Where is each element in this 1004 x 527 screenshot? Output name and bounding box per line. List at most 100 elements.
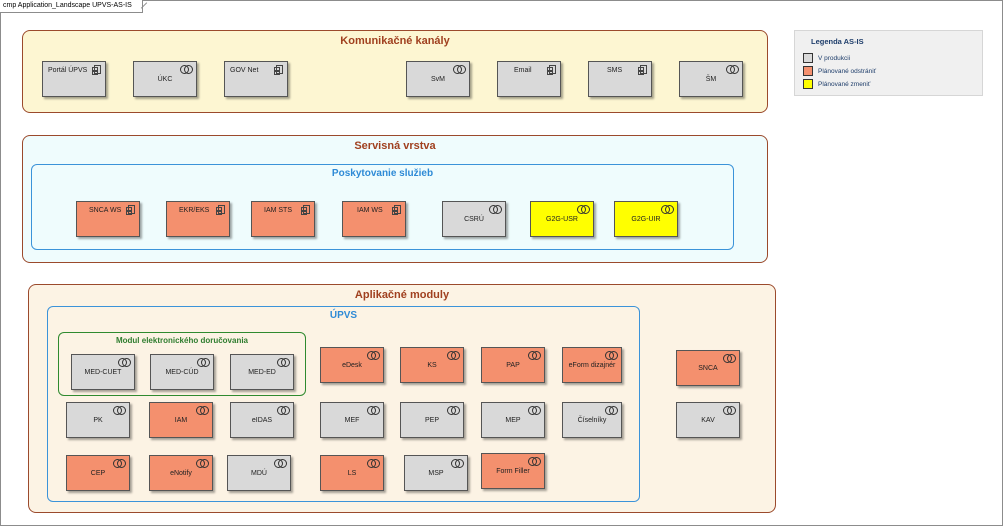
component-med-ed[interactable]: MED-ED — [230, 354, 294, 390]
component-iam[interactable]: IAM — [149, 402, 213, 438]
component-iam-ws[interactable]: IAM WS — [342, 201, 406, 237]
component-eform-dizajner[interactable]: eForm dizajnér — [562, 347, 622, 383]
component-ekr-eks[interactable]: EKR/EKS — [166, 201, 230, 237]
interface-icon — [277, 406, 290, 415]
component-g2g-usr[interactable]: G2G-USR — [530, 201, 594, 237]
component-portal-upvs[interactable]: Portál ÚPVS — [42, 61, 106, 97]
component-mdu[interactable]: MDÚ — [227, 455, 291, 491]
component-label: MED-ED — [248, 369, 276, 376]
component-sm[interactable]: ŠM — [679, 61, 743, 97]
interface-icon — [196, 459, 209, 468]
interface-icon — [528, 351, 541, 360]
component-label: eIDAS — [251, 417, 273, 424]
interface-icon — [723, 406, 736, 415]
component-form-filler[interactable]: Form Filler — [481, 453, 545, 489]
group-title: Poskytovanie služieb — [331, 168, 434, 179]
component-label: SvM — [431, 76, 445, 83]
component-label: SMS — [607, 67, 623, 74]
interface-icon — [274, 459, 287, 468]
component-iam-sts[interactable]: IAM STS — [251, 201, 315, 237]
interface-icon — [447, 406, 460, 415]
legend-item-planovane-zmenit: Plánované zmeniť — [803, 79, 870, 89]
component-label: MED-CÚD — [165, 369, 199, 376]
component-med-cuet[interactable]: MED-CUET — [71, 354, 135, 390]
legend-item-planovane-odstranit: Plánované odstrániť — [803, 66, 876, 76]
interface-icon — [489, 205, 502, 214]
component-gov-net[interactable]: GOV Net — [224, 61, 288, 97]
component-pep[interactable]: PEP — [400, 402, 464, 438]
component-icon — [638, 65, 647, 75]
component-label: ŠM — [705, 76, 717, 83]
component-icon — [274, 65, 283, 75]
component-ciselniky[interactable]: Číselníky — [562, 402, 622, 438]
interface-icon — [528, 457, 541, 466]
component-label: ÚKC — [157, 76, 173, 83]
group-title: Modul elektronického doručovania — [115, 336, 249, 345]
legend-label: Plánované odstrániť — [818, 67, 877, 75]
component-label: eDesk — [342, 362, 362, 369]
component-eidas[interactable]: eIDAS — [230, 402, 294, 438]
component-label: Form Filler — [496, 468, 530, 475]
component-label: LS — [347, 470, 357, 477]
interface-icon — [447, 351, 460, 360]
component-med-cud[interactable]: MED-CÚD — [150, 354, 214, 390]
component-label: IAM STS — [264, 207, 293, 214]
component-csru[interactable]: CSRÚ — [442, 201, 506, 237]
component-kav[interactable]: KAV — [676, 402, 740, 438]
legend-item-v-produkcii: V produkcii — [803, 53, 850, 63]
interface-icon — [180, 65, 193, 74]
component-sms[interactable]: SMS — [588, 61, 652, 97]
component-label: eForm dizajnér — [568, 362, 616, 369]
component-label: MEF — [344, 417, 360, 424]
component-edesk[interactable]: eDesk — [320, 347, 384, 383]
component-mef[interactable]: MEF — [320, 402, 384, 438]
component-label: GOV Net — [230, 67, 259, 74]
component-pap[interactable]: PAP — [481, 347, 545, 383]
interface-icon — [451, 459, 464, 468]
group-title: Komunikačné kanály — [340, 35, 450, 47]
interface-icon — [367, 459, 380, 468]
component-label: CEP — [90, 470, 106, 477]
component-enotify[interactable]: eNotify — [149, 455, 213, 491]
component-label: PK — [93, 417, 103, 424]
component-cep[interactable]: CEP — [66, 455, 130, 491]
component-label: SNCA WS — [89, 207, 122, 214]
interface-icon — [367, 351, 380, 360]
component-label: EKR/EKS — [179, 207, 210, 214]
component-label: Portál ÚPVS — [48, 67, 88, 74]
component-label: SNCA — [698, 365, 718, 372]
legend: Legenda AS-IS V produkcii Plánované odst… — [794, 30, 983, 96]
interface-icon — [118, 358, 131, 367]
component-snca[interactable]: SNCA — [676, 350, 740, 386]
component-label: G2G-UIR — [631, 216, 661, 223]
component-ukc[interactable]: ÚKC — [133, 61, 197, 97]
component-g2g-uir[interactable]: G2G-UIR — [614, 201, 678, 237]
interface-icon — [605, 351, 618, 360]
component-label: IAM WS — [357, 207, 383, 214]
component-icon — [547, 65, 556, 75]
diagram-title-tab: cmp Application_Landscape UPVS-AS-IS — [0, 0, 143, 13]
component-svm[interactable]: SvM — [406, 61, 470, 97]
interface-icon — [453, 65, 466, 74]
interface-icon — [197, 358, 210, 367]
component-label: PEP — [424, 417, 439, 424]
component-email[interactable]: Email — [497, 61, 561, 97]
legend-label: Plánované zmeniť — [818, 80, 871, 88]
component-ks[interactable]: KS — [400, 347, 464, 383]
interface-icon — [726, 65, 739, 74]
group-title: Servisná vrstva — [354, 140, 436, 152]
interface-icon — [723, 354, 736, 363]
component-label: eNotify — [170, 470, 192, 477]
component-label: MEP — [505, 417, 521, 424]
component-label: Email — [514, 67, 532, 74]
component-mep[interactable]: MEP — [481, 402, 545, 438]
component-msp[interactable]: MSP — [404, 455, 468, 491]
interface-icon — [661, 205, 674, 214]
interface-icon — [528, 406, 541, 415]
component-label: MED-CUET — [84, 369, 122, 376]
component-snca-ws[interactable]: SNCA WS — [76, 201, 140, 237]
component-pk[interactable]: PK — [66, 402, 130, 438]
legend-title: Legenda AS-IS — [811, 37, 864, 46]
component-label: G2G-USR — [546, 216, 578, 223]
component-ls[interactable]: LS — [320, 455, 384, 491]
